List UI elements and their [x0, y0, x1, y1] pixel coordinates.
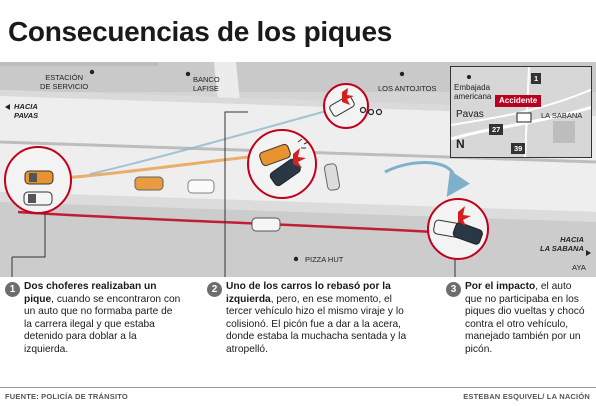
dot-antojitos — [399, 71, 405, 77]
dot-pizza — [293, 256, 299, 262]
inset-accidente-label: Accidente — [495, 95, 542, 107]
impact-burst-3 — [458, 206, 471, 226]
step-3: 3 Por el impacto, el auto que no partici… — [446, 281, 590, 357]
page-title: Consecuencias de los piques — [8, 16, 393, 47]
circle-step-2 — [247, 129, 317, 199]
top-block — [0, 62, 596, 92]
step-3-bold: Por el impacto — [465, 281, 536, 292]
locator-map: Embajada americana Pavas Accidente LA SA… — [450, 66, 592, 158]
step-1-bold: Dos choferes realizaban un pique — [24, 281, 157, 305]
label-antojitos: LOS ANTOJITOS — [378, 84, 437, 93]
step-1: 1 Dos choferes realizaban un pique, cuan… — [5, 281, 183, 357]
step-3-text: , el auto que no participaba en los piqu… — [465, 281, 585, 355]
label-pizza-hut: PIZZA HUT — [305, 255, 344, 264]
label-hacia-sabana: HACIA LA SABANA — [540, 235, 584, 253]
inset-pavas: Pavas — [456, 109, 484, 120]
car-white-ghost — [187, 179, 215, 194]
dot-banco — [185, 71, 191, 77]
impact-burst-top — [342, 88, 354, 105]
impact-burst-2 — [293, 148, 306, 168]
step-1-number: 1 — [5, 282, 20, 297]
north-icon: N — [456, 137, 465, 151]
car-white-ghost-2 — [251, 217, 281, 232]
leader-2 — [224, 111, 248, 277]
step-1-text: , cuando se encontraron con un auto que … — [24, 293, 181, 355]
car-gray-ghost — [323, 163, 341, 191]
dot-estacion — [89, 69, 95, 75]
label-banco: BANCO LAFISE — [193, 75, 220, 93]
red-path-arrow — [17, 210, 475, 244]
footer: FUENTE: POLICÍA DE TRÁNSITO ESTEBAN ESQU… — [0, 387, 596, 401]
arrow-sabana — [586, 250, 591, 256]
label-aya: AYA — [572, 263, 586, 272]
footer-source: FUENTE: POLICÍA DE TRÁNSITO — [5, 392, 128, 401]
inset-la-sabana: LA SABANA — [541, 111, 583, 120]
accident-marker — [516, 112, 532, 123]
step-2-number: 2 — [207, 282, 222, 297]
spin-arrow — [384, 161, 470, 197]
step-3-number: 3 — [446, 282, 461, 297]
step-2-text: , pero, en ese momento, el tercer vehícu… — [226, 293, 407, 355]
arrow-pavas — [5, 104, 10, 110]
step-2-bold: Uno de los carros lo rebasó por la izqui… — [226, 281, 391, 305]
car-orange-crash — [259, 143, 291, 167]
label-estacion: ESTACIÓN DE SERVICIO — [40, 73, 89, 91]
car-orange-ghost — [134, 176, 164, 191]
leader-1 — [12, 212, 46, 258]
route-1-badge: 1 — [531, 73, 542, 84]
step-2: 2 Uno de los carros lo rebasó por la izq… — [207, 281, 417, 357]
car-white-sidewalk — [329, 95, 355, 117]
locator-map-svg — [451, 67, 591, 157]
blue-path — [89, 109, 331, 175]
route-27-badge: 27 — [489, 124, 504, 135]
footer-credit: ESTEBAN ESQUIVEL/ LA NACIÓN — [463, 392, 590, 401]
route-39-badge: 39 — [511, 143, 526, 154]
inset-embajada: Embajada americana — [454, 83, 492, 101]
car-dark-crash-3 — [452, 222, 483, 245]
label-hacia-pavas: HACIA PAVAS — [14, 102, 39, 120]
